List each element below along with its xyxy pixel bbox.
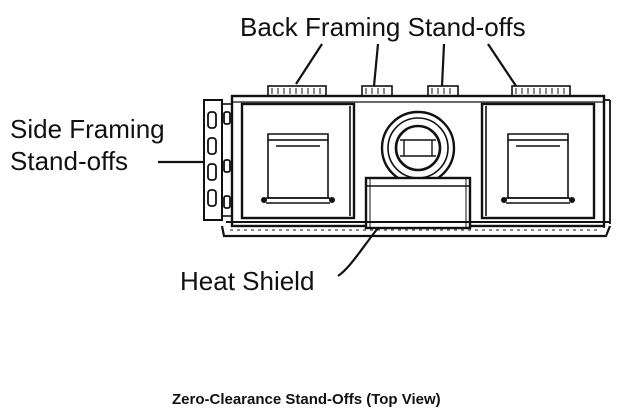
left-chamber-detail [260,106,351,216]
side-standoff-plate-inner [221,103,233,217]
back-standoff-tabs [267,85,571,97]
leader-back-3 [440,43,446,87]
right-side-edge [603,96,611,228]
leader-back-1 [295,43,323,85]
side-standoffs-label-line1: Side Framing [10,114,165,144]
diagram-caption: Zero-Clearance Stand-Offs (Top View) [172,391,441,408]
side-standoffs [203,99,233,221]
back-standoff-ticks [271,88,565,94]
right-chamber-detail [485,106,575,216]
left-chamber [240,102,356,220]
back-standoffs-label: Back Framing Stand-offs [240,12,526,42]
leader-back-4 [487,43,517,87]
side-standoff-plate [203,99,223,221]
heat-shield-label: Heat Shield [180,266,314,296]
side-standoffs-label-line2: Stand-offs [10,146,128,176]
flue-collar [380,110,456,186]
right-chamber [480,102,596,220]
side-standoff-slots [207,111,231,209]
leader-heat-shield [337,227,379,277]
heat-shield [364,176,472,230]
back-standoff-tab [267,85,327,97]
back-standoff-tab [511,85,571,97]
fireplace-top-view [203,85,612,238]
leader-lines [158,43,517,277]
front-lip [220,221,612,238]
leader-back-2 [372,43,380,87]
